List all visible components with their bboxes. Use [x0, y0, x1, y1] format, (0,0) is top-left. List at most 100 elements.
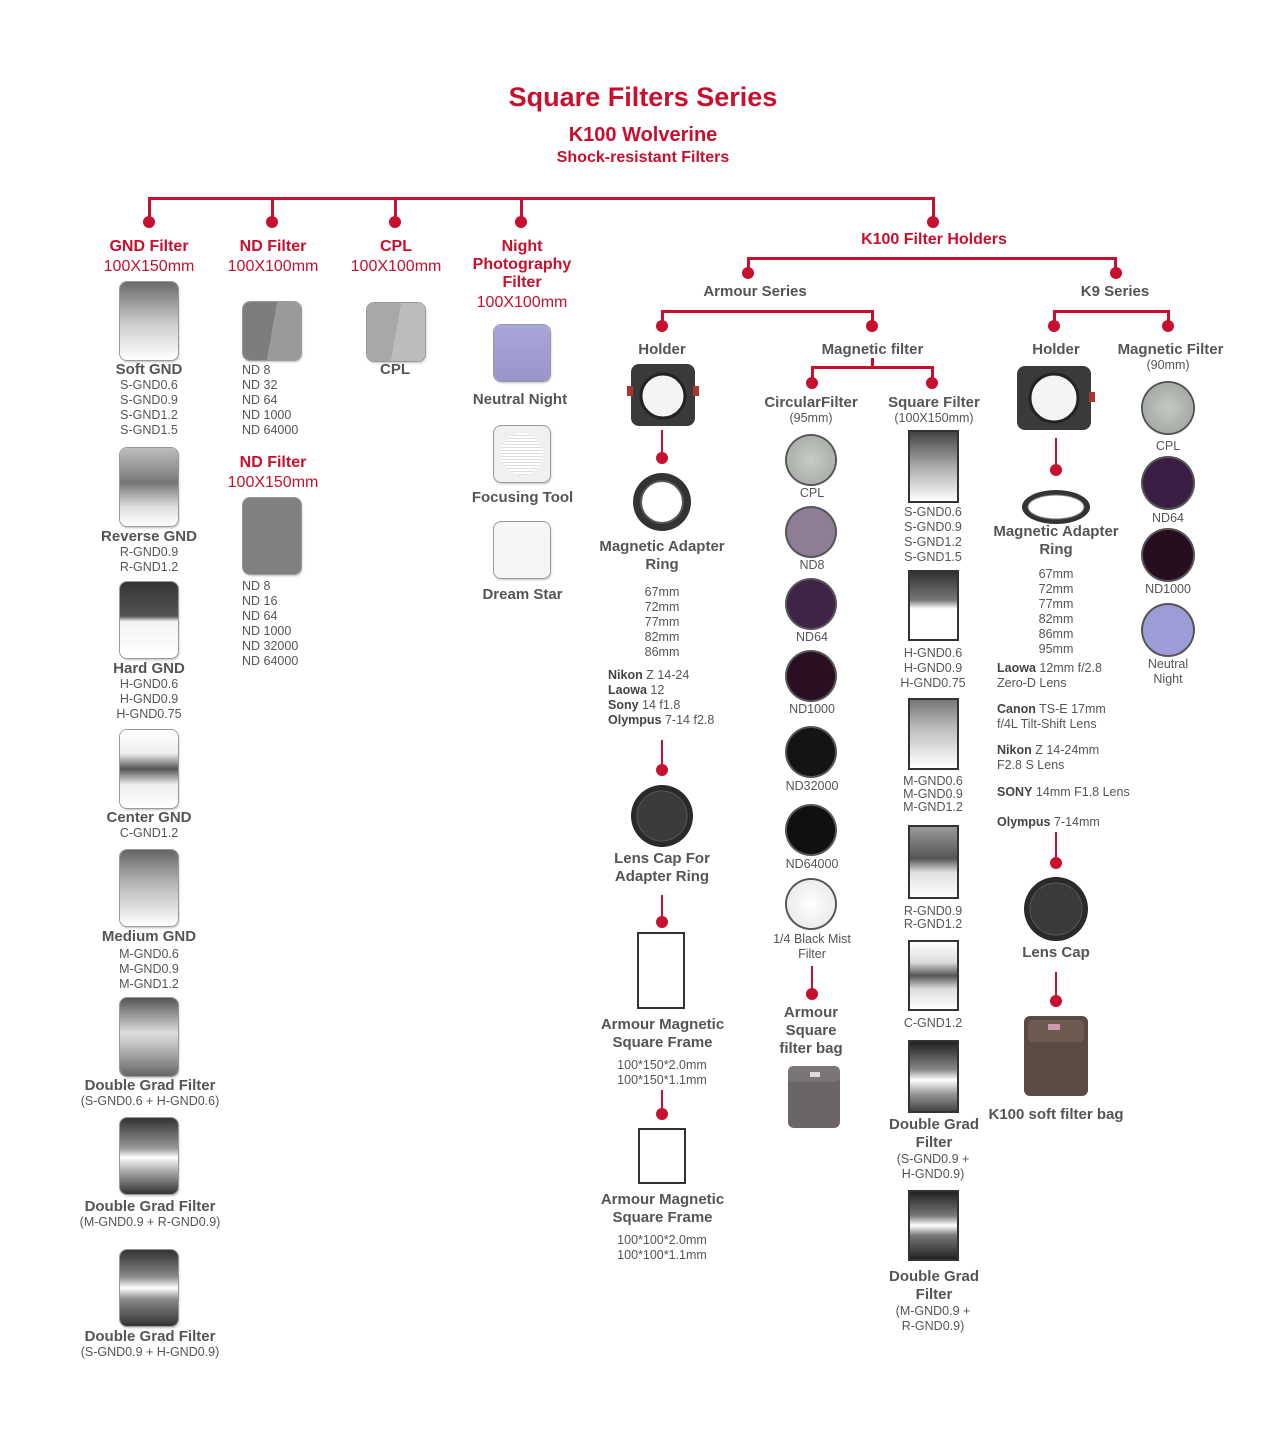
armour-frame-100-label: Armour Magnetic Square Frame: [600, 1191, 725, 1226]
k9-compatible-lenses: Laowa 12mm f/2.8 Zero-D Lens Canon TS-E …: [997, 661, 1130, 829]
armour-series-title: Armour Series: [703, 283, 807, 300]
gnd-item-name: Soft GND: [115, 361, 183, 378]
soft-gnd-swatch: [120, 282, 178, 360]
square-double-grad-swatch: [910, 1042, 957, 1111]
square-medium-gnd-swatch: [910, 700, 957, 768]
night-item-name: Focusing Tool: [471, 489, 574, 506]
k9-filter-bag-label: K100 soft filter bag: [988, 1106, 1124, 1123]
k9-nd64-swatch: [1143, 458, 1193, 508]
lens-cap-icon: [631, 785, 693, 847]
adapter-ring-icon: [633, 473, 691, 531]
circular-filter-label: ND32000: [785, 779, 839, 793]
circular-filter-label: ND8: [799, 558, 825, 572]
circular-nd8-swatch: [787, 508, 835, 556]
circular-filter-label: ND64000: [785, 857, 839, 871]
double-grad-swatch: [120, 1118, 178, 1194]
gnd-item-codes: (S-GND0.6 + H-GND0.6): [80, 1094, 220, 1108]
armour-bag-icon: [788, 1066, 840, 1128]
hard-gnd-swatch: [120, 582, 178, 658]
armour-frame-150-label: Armour Magnetic Square Frame: [600, 1016, 725, 1051]
k9-cpl-swatch: [1143, 383, 1193, 433]
k9-adapter-ring-icon: [1022, 490, 1090, 524]
circular-nd1000-swatch: [787, 652, 835, 700]
page-subtitle: K100 Wolverine: [568, 124, 718, 146]
armour-compatible-lenses: Nikon Z 14-24 Laowa 12 Sony 14 f1.8 Olym…: [608, 668, 715, 727]
nd-category-size: 100X100mm: [227, 258, 319, 275]
k9-lens-cap-icon: [1024, 877, 1088, 941]
gnd-category: GND Filter 100X150mm: [88, 238, 210, 276]
cpl-category-name: CPL: [380, 238, 412, 255]
night-category-name: Night Photography Filter: [472, 238, 572, 291]
circular-filter-label: ND1000: [789, 702, 835, 716]
nd-category: ND Filter 100X100mm: [212, 238, 334, 276]
nd-filter-swatch: [243, 302, 301, 360]
square-frame-150-icon: [639, 934, 683, 1007]
square-center-gnd-swatch: [910, 942, 957, 1009]
double-grad-swatch: [120, 1250, 178, 1326]
square-reverse-gnd-swatch: [910, 827, 957, 897]
circular-filter-label: ND64: [796, 630, 828, 644]
square-hard-gnd-swatch: [910, 572, 957, 639]
nd150-category: ND Filter 100X150mm: [212, 454, 334, 492]
cpl-label: CPL: [380, 361, 410, 378]
square-double-grad-label: Double Grad Filter: [888, 1268, 979, 1303]
gnd-item-name: Double Grad Filter: [84, 1077, 216, 1094]
center-gnd-swatch: [120, 730, 178, 808]
k9-filter-label: Neutral Night: [1147, 657, 1189, 686]
cpl-filter-swatch: [367, 303, 425, 361]
night-category: Night Photography Filter 100X100mm: [462, 238, 582, 312]
k9-holder-icon: [1017, 366, 1095, 430]
circular-filter-label: 1/4 Black Mist Filter: [773, 932, 851, 961]
holders-category-name: K100 Filter Holders: [861, 231, 1007, 248]
gnd-item-name: Reverse GND: [101, 528, 197, 545]
gnd-item-name: Hard GND: [113, 660, 185, 677]
night-item-name: Neutral Night: [472, 391, 568, 408]
k9-filter-label: ND1000: [1145, 582, 1191, 596]
night-category-size: 100X100mm: [476, 294, 568, 311]
gnd-item-codes: C-GND1.2: [119, 826, 179, 840]
circular-filter-label: CPL: [799, 486, 825, 500]
k9-holder-label: Holder: [1032, 341, 1080, 358]
armour-lens-cap-label: Lens Cap For Adapter Ring: [614, 850, 710, 885]
k9-nd1000-swatch: [1143, 530, 1193, 580]
nd150-filter-swatch: [243, 498, 301, 574]
gnd-item-codes: (M-GND0.9 + R-GND0.9): [79, 1215, 221, 1229]
gnd-item-name: Medium GND: [101, 928, 197, 945]
nd-category-name: ND Filter: [239, 238, 307, 255]
circular-nd64000-swatch: [787, 806, 835, 854]
armour-magnetic-filter-label: Magnetic filter: [821, 341, 924, 358]
holders-category: K100 Filter Holders: [834, 231, 1034, 249]
k9-filter-label: ND64: [1152, 511, 1184, 525]
k9-filter-label: CPL: [1155, 439, 1181, 453]
armour-adapter-ring-label: Magnetic Adapter Ring: [599, 538, 725, 573]
reverse-gnd-swatch: [120, 448, 178, 526]
neutral-night-swatch: [494, 325, 550, 381]
k9-filter-bag-icon: [1024, 1016, 1088, 1096]
k9-lens-cap-label: Lens Cap: [1022, 944, 1090, 961]
armour-bag-label: Armour Square filter bag: [779, 1004, 843, 1057]
circular-black-mist-swatch: [787, 880, 835, 928]
nd150-category-name: ND Filter: [239, 454, 307, 471]
square-double-grad-swatch: [910, 1192, 957, 1259]
armour-holder-icon: [627, 364, 699, 426]
square-soft-gnd-swatch: [910, 432, 957, 501]
k9-series-title: K9 Series: [1080, 283, 1150, 300]
square-frame-100-icon: [640, 1130, 684, 1182]
gnd-category-name: GND Filter: [109, 238, 189, 255]
circular-nd32000-swatch: [787, 728, 835, 776]
armour-holder-label: Holder: [638, 341, 686, 358]
nd150-category-size: 100X150mm: [227, 474, 319, 491]
square-double-grad-codes: (S-GND0.9 +H-GND0.9): [896, 1152, 970, 1181]
circular-nd64-swatch: [787, 580, 835, 628]
dream-star-swatch: [494, 522, 550, 578]
